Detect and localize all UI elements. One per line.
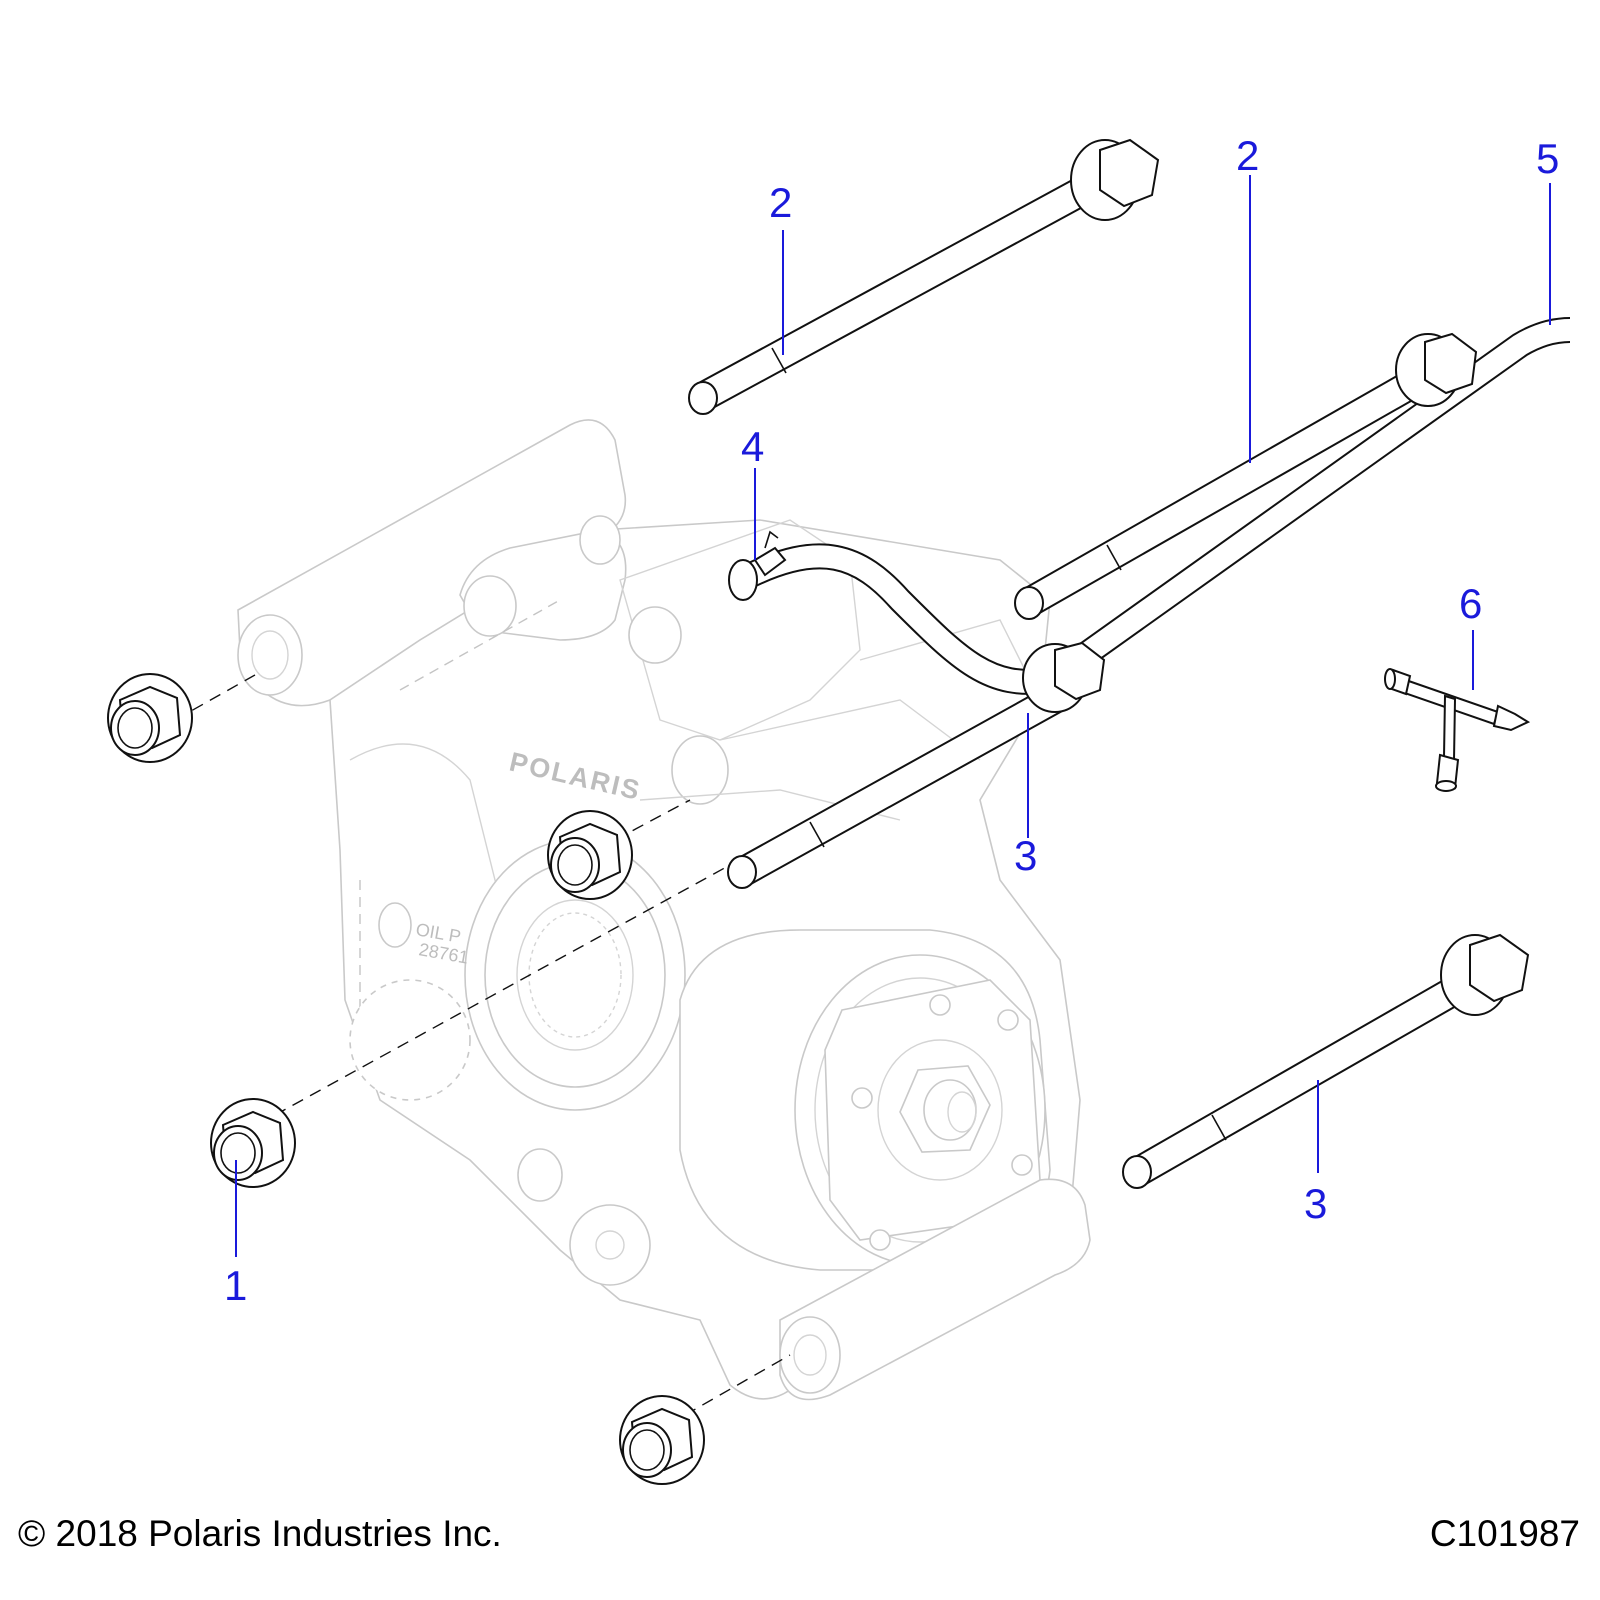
assembly-axis-lines (174, 674, 791, 1416)
callout-6: 6 (1459, 580, 1482, 627)
callout-5: 5 (1536, 135, 1559, 182)
flange-nut-upper-left (107, 673, 193, 763)
flange-nut-center (547, 810, 633, 900)
bolt-upper-right (1014, 332, 1478, 620)
flange-nut-lower-left (210, 1098, 296, 1188)
callout-4: 4 (741, 423, 764, 470)
callouts: 2 2 5 4 6 3 3 1 (224, 132, 1559, 1309)
callout-1: 1 (224, 1262, 247, 1309)
callout-2-right: 2 (1236, 132, 1259, 179)
bolt-upper (688, 138, 1160, 415)
bolt-lower (1122, 933, 1530, 1189)
bolt-middle (727, 641, 1106, 889)
flange-nut-bottom (619, 1395, 705, 1485)
callout-2-left: 2 (769, 179, 792, 226)
vent-line-clamp (753, 530, 787, 577)
gearcase-housing: POLARIS OIL P 28761 (237, 419, 1091, 1401)
callout-3-lower: 3 (1304, 1180, 1327, 1227)
vent-line (728, 317, 1571, 695)
figure-id: C101987 (1429, 1513, 1580, 1554)
tee-fitting (1384, 668, 1531, 792)
copyright-notice: © 2018 Polaris Industries Inc. (18, 1513, 502, 1554)
callout-3-middle: 3 (1014, 832, 1037, 879)
